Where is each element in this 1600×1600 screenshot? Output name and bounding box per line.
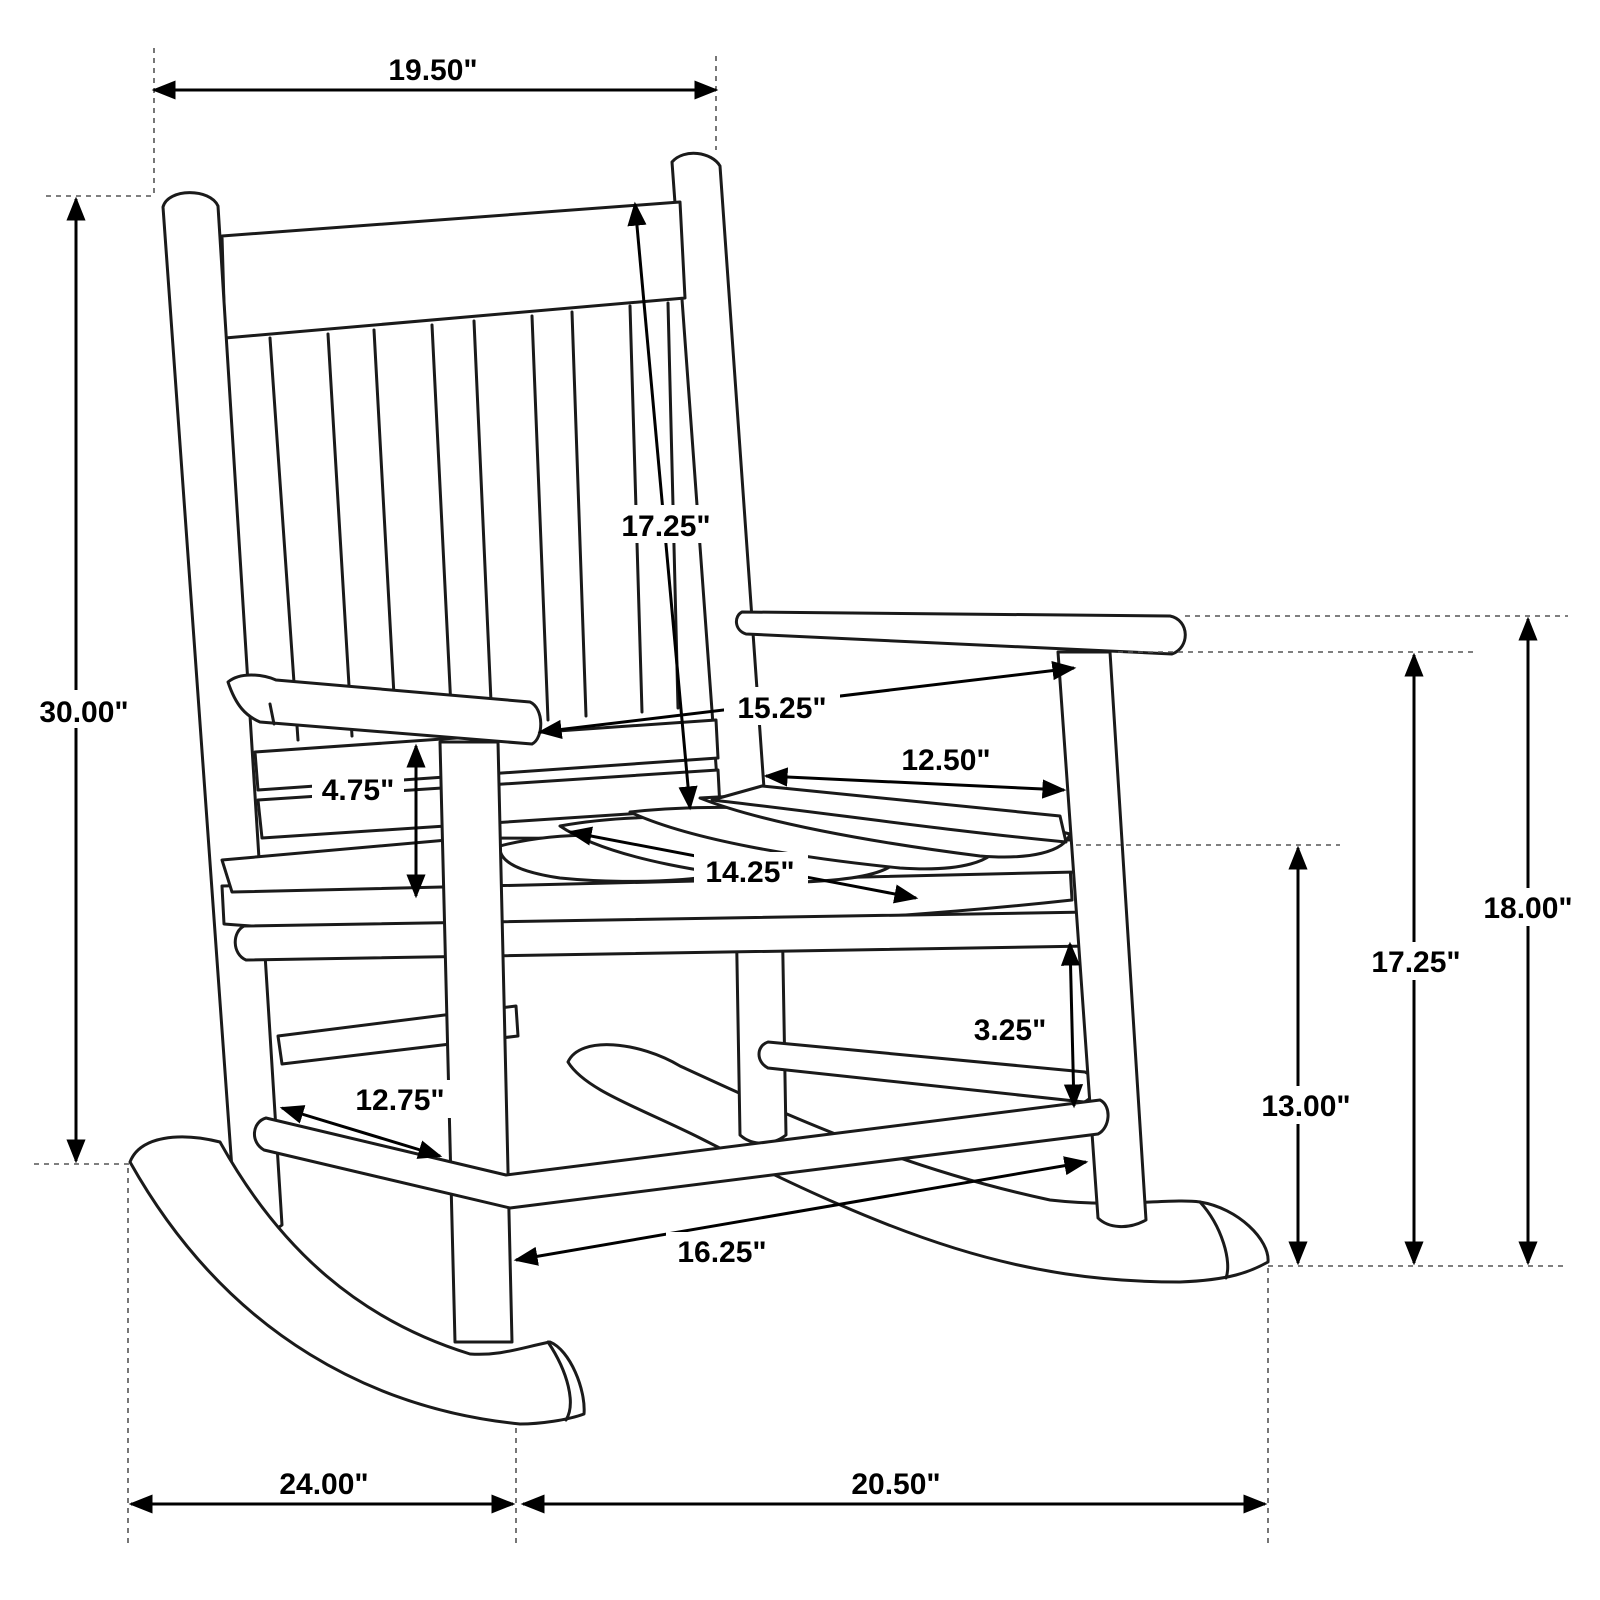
- label-seat-depth: 14.25": [705, 856, 794, 889]
- arrow-front-stretcher: [513, 1156, 1089, 1266]
- label-seat-width: 12.50": [901, 744, 990, 777]
- dimension-arrows: [66, 80, 1538, 1514]
- lower-front-stretcher: [253, 1098, 1110, 1210]
- label-depth-front: 24.00": [279, 1468, 368, 1501]
- front-rocker: [128, 1135, 586, 1426]
- left-armrest: [226, 673, 543, 746]
- seat-slat-back: [710, 784, 1068, 844]
- right-armrest: [735, 610, 1187, 656]
- extension-lines: [34, 48, 1568, 1548]
- back-top-rail: [220, 200, 687, 340]
- front-right-leg: [1056, 650, 1148, 1228]
- label-arm-top-height: 18.00": [1483, 892, 1572, 925]
- label-arm-height-above-seat: 4.75": [322, 774, 395, 807]
- dimension-labels: 19.50" 30.00" 17.25" 15.25" 4.75" 12.50"…: [26, 48, 1586, 1501]
- label-overall-width: 19.50": [388, 54, 477, 87]
- label-arm-height: 17.25": [1371, 946, 1460, 979]
- front-left-leg: [438, 740, 514, 1344]
- label-front-stretcher: 16.25": [677, 1236, 766, 1269]
- label-stretcher-gap: 3.25": [974, 1014, 1047, 1047]
- label-seat-height: 13.00": [1261, 1090, 1350, 1123]
- label-arm-to-arm: 15.25": [737, 692, 826, 725]
- arrow-stretcher-gap: [1060, 941, 1084, 1109]
- label-depth-rear: 20.50": [851, 1468, 940, 1501]
- label-overall-height: 30.00": [39, 696, 128, 729]
- arrow-side-stretcher: [279, 1105, 443, 1159]
- label-back-height: 17.25": [621, 510, 710, 543]
- right-side-stretcher: [757, 1040, 1096, 1104]
- label-side-stretcher: 12.75": [355, 1084, 444, 1117]
- arrow-seat-width: [763, 767, 1067, 799]
